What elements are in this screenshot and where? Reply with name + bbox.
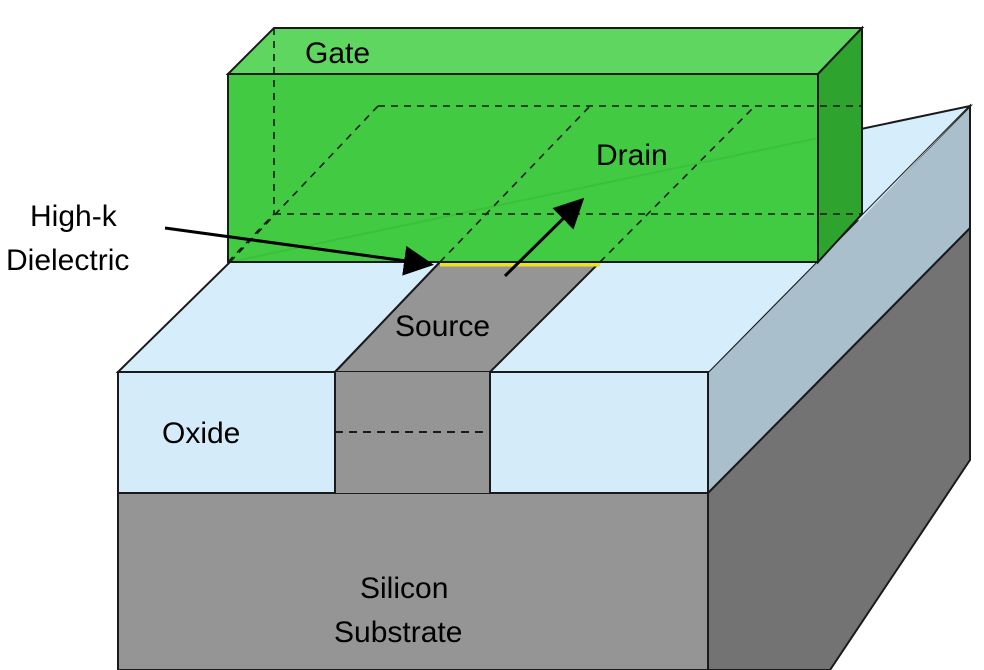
oxide-right-front <box>489 371 709 494</box>
oxide-left-front <box>117 371 336 494</box>
gate-hidden-edges <box>227 28 862 263</box>
high-k-pointer-arrow <box>164 226 434 276</box>
source-drain-arrow <box>503 197 585 278</box>
source-label: Source <box>395 310 490 343</box>
oxide-top-right <box>490 106 970 372</box>
oxide-label: Oxide <box>162 417 240 450</box>
gate-front <box>227 73 819 263</box>
high-k-label-line2: Dielectric <box>6 244 129 277</box>
drain-label: Drain <box>596 139 668 172</box>
fin-hidden-edges <box>229 105 862 263</box>
high-k-label-line1: High-k <box>30 200 118 233</box>
gate-label: Gate <box>305 37 370 70</box>
substrate-label-line2: Substrate <box>334 616 462 649</box>
substrate-label-line1: Silicon <box>360 572 448 605</box>
